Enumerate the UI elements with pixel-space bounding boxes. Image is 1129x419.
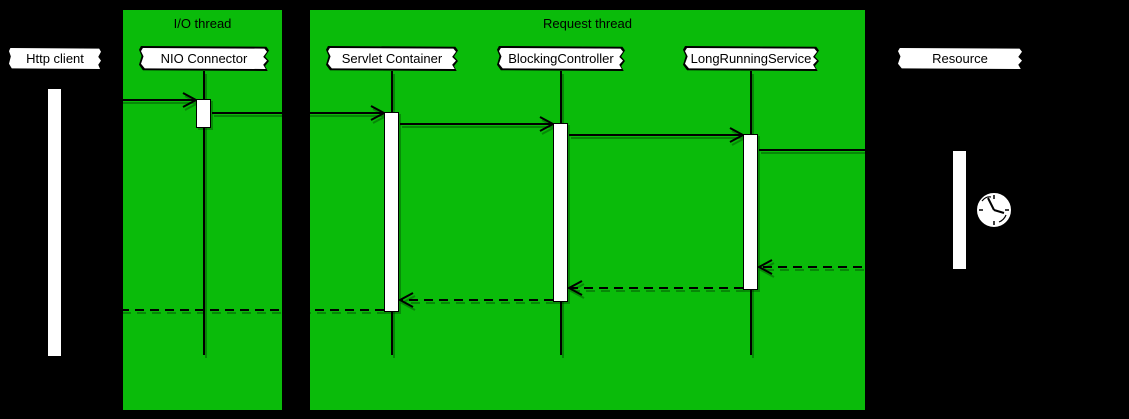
io-thread-panel: I/O thread: [123, 10, 282, 410]
participant-box-nio-connector: NIO Connector: [139, 46, 269, 71]
io-thread-label: I/O thread: [173, 16, 232, 31]
participant-label-resource: Resource: [898, 48, 1022, 69]
activation-blocking-controller: [553, 123, 568, 302]
arrowhead-icon-http-client: [60, 302, 77, 318]
activation-http-client: [47, 88, 62, 357]
arrowhead-icon-blockingcontroller: [566, 280, 583, 296]
participant-box-blocking-controller: BlockingController: [497, 46, 625, 71]
participant-label-nio-connector: NIO Connector: [141, 48, 267, 69]
participant-label-long-running-service: LongRunningService: [685, 48, 817, 69]
participant-label-servlet-container: Servlet Container: [328, 48, 456, 69]
activation-nio-connector: [196, 99, 211, 128]
participant-box-resource: Resource: [896, 46, 1024, 71]
participant-box-servlet-container: Servlet Container: [326, 46, 458, 71]
participant-box-long-running-service: LongRunningService: [683, 46, 819, 71]
participant-box-http-client: Http client: [7, 46, 103, 71]
clock-icon: [975, 191, 1013, 229]
participant-label-blocking-controller: BlockingController: [499, 48, 623, 69]
arrowhead-icon-longrunningservice: [756, 259, 773, 275]
arrowhead-icon-servlet-container: [397, 292, 414, 308]
activation-resource: [952, 150, 967, 270]
activation-long-running-service: [743, 134, 758, 290]
activation-servlet-container: [384, 112, 399, 312]
request-thread-label: Request thread: [543, 16, 632, 31]
participant-label-http-client: Http client: [9, 48, 101, 69]
request-thread-panel: Request thread: [310, 10, 865, 410]
